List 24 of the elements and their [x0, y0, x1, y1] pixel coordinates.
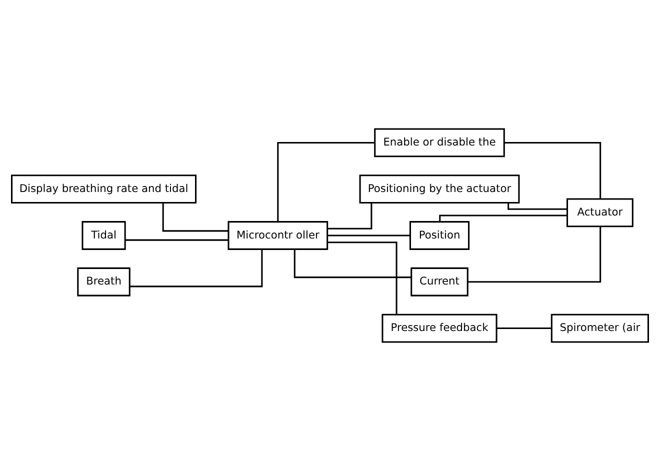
connector [277, 142, 375, 222]
node-box: Positioning by the actuator [359, 174, 520, 204]
node-box: Pressure feedback [382, 314, 498, 343]
connector [439, 214, 568, 222]
node-box: Spirometer (air [550, 314, 649, 343]
node-box: Position [409, 221, 470, 250]
connector [294, 249, 412, 278]
connector [125, 239, 228, 241]
node-box: Microcontr oller [228, 221, 328, 250]
node-box: Actuator [566, 198, 634, 228]
connector [328, 234, 410, 236]
connector [468, 226, 602, 283]
connector [328, 242, 398, 314]
node-box: Display breathing rate and tidal [11, 174, 197, 204]
connector [508, 202, 568, 210]
node-box: Enable or disable the [374, 128, 505, 158]
node-box: Tidal [82, 221, 126, 250]
connector [504, 142, 602, 199]
node-box: Current [410, 267, 468, 296]
node-box: Breath [77, 267, 130, 296]
connector [162, 202, 228, 232]
connector [496, 328, 552, 330]
connector [130, 249, 263, 288]
connector [327, 202, 372, 230]
